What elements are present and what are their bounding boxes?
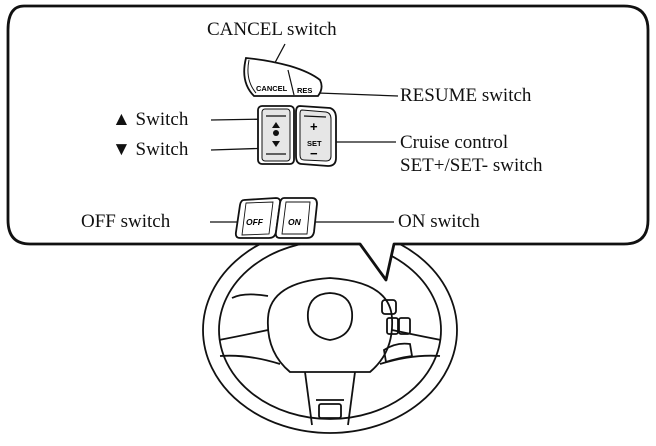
cruise-control-label-line2: SET+/SET- switch	[400, 155, 543, 176]
off-switch-label: OFF switch	[81, 211, 171, 232]
up-switch-label: ▲ Switch	[112, 109, 189, 130]
down-switch-label: ▼ Switch	[112, 139, 189, 160]
on-button-label: ON	[288, 217, 302, 227]
minus-icon: −	[310, 146, 318, 161]
car-icon	[273, 130, 279, 136]
steering-wheel	[202, 226, 458, 434]
up-down-switch	[257, 105, 295, 165]
cancel-button-label: CANCEL	[256, 84, 288, 93]
res-button-label: RES	[297, 86, 312, 95]
cruise-control-label-line1: Cruise control	[400, 132, 509, 153]
on-switch-label: ON switch	[398, 211, 480, 232]
resume-switch-label: RESUME switch	[400, 85, 532, 106]
plus-icon: +	[310, 119, 318, 134]
off-button-label: OFF	[246, 217, 264, 227]
set-switch: + SET −	[295, 105, 337, 167]
set-button-label: SET	[307, 139, 322, 148]
up-arrow-icon	[272, 122, 280, 128]
cancel-switch-label: CANCEL switch	[207, 19, 337, 40]
off-on-switches: OFF ON	[234, 197, 318, 239]
cancel-resume-switch: CANCEL RES	[243, 57, 323, 97]
down-arrow-icon	[272, 141, 280, 147]
